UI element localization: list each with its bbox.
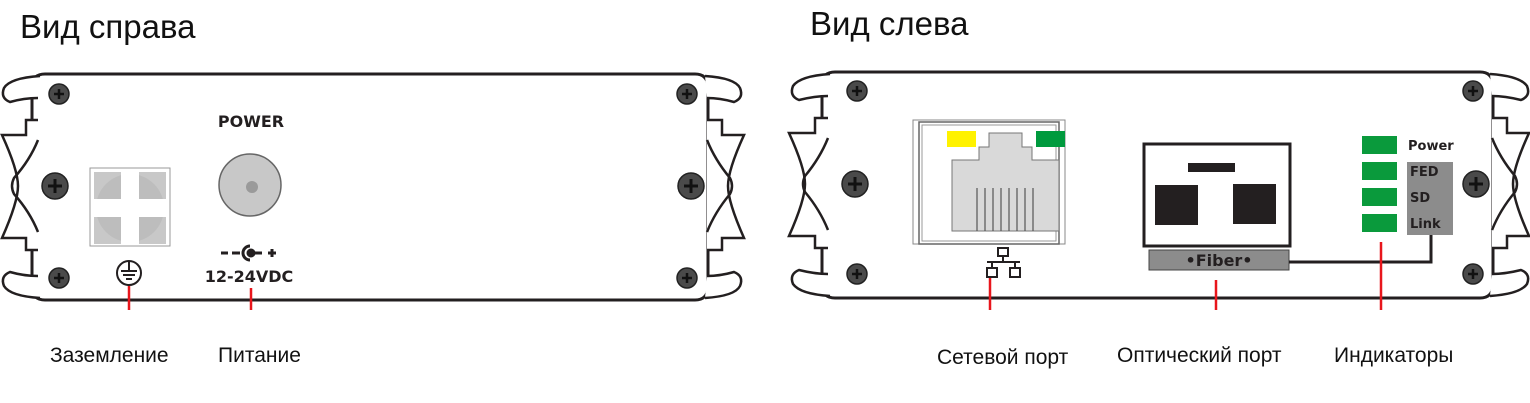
left-rail [0,74,41,300]
screws [41,83,705,289]
left-view-title: Вид слева [810,5,969,42]
voltage-label: 12-24VDC [205,267,294,286]
fiber-label: •Fiber• [1185,251,1252,270]
callout-power: Питание [218,344,301,367]
left-rail [787,72,831,298]
right-rail [1489,72,1530,298]
callout-ground: Заземление [50,344,169,367]
callout-lines [127,286,253,310]
ground-icon [116,260,142,286]
led-power [1362,136,1397,154]
rj45-port [912,119,1066,245]
indicator-leds: Power FED SD Link [1362,136,1454,235]
indicator-label-fed: FED [1410,165,1439,180]
led-sd [1362,188,1397,206]
power-label: POWER [218,112,284,131]
polarity-icon [221,244,276,262]
ground-terminal [89,167,171,247]
fiber-label-panel [1148,249,1290,271]
callout-indicators: Индикаторы [1334,344,1454,367]
rj45-led-green [1036,131,1065,147]
led-link [1362,214,1397,232]
network-icon [986,247,1021,278]
link-connector-line [1289,233,1433,264]
indicator-label-link: Link [1410,217,1441,232]
led-fed [1362,162,1397,180]
callout-network-port: Сетевой порт [937,346,1069,369]
indicator-label-sd: SD [1410,191,1430,206]
right-view-device: POWER 12-24VDC [0,72,746,310]
callout-optical-port: Оптический порт [1117,344,1282,367]
rj45-led-yellow [947,131,976,147]
left-view-device: •Fiber• Power FED SD Link [787,70,1530,310]
indicator-label-panel [1407,162,1453,235]
callout-lines [988,242,1383,310]
right-view-title: Вид справа [20,8,196,45]
fiber-port: •Fiber• [1142,142,1292,271]
indicator-label-power: Power [1408,139,1454,154]
dc-power-jack [218,153,282,217]
screws [841,80,1490,285]
right-rail [704,74,746,300]
